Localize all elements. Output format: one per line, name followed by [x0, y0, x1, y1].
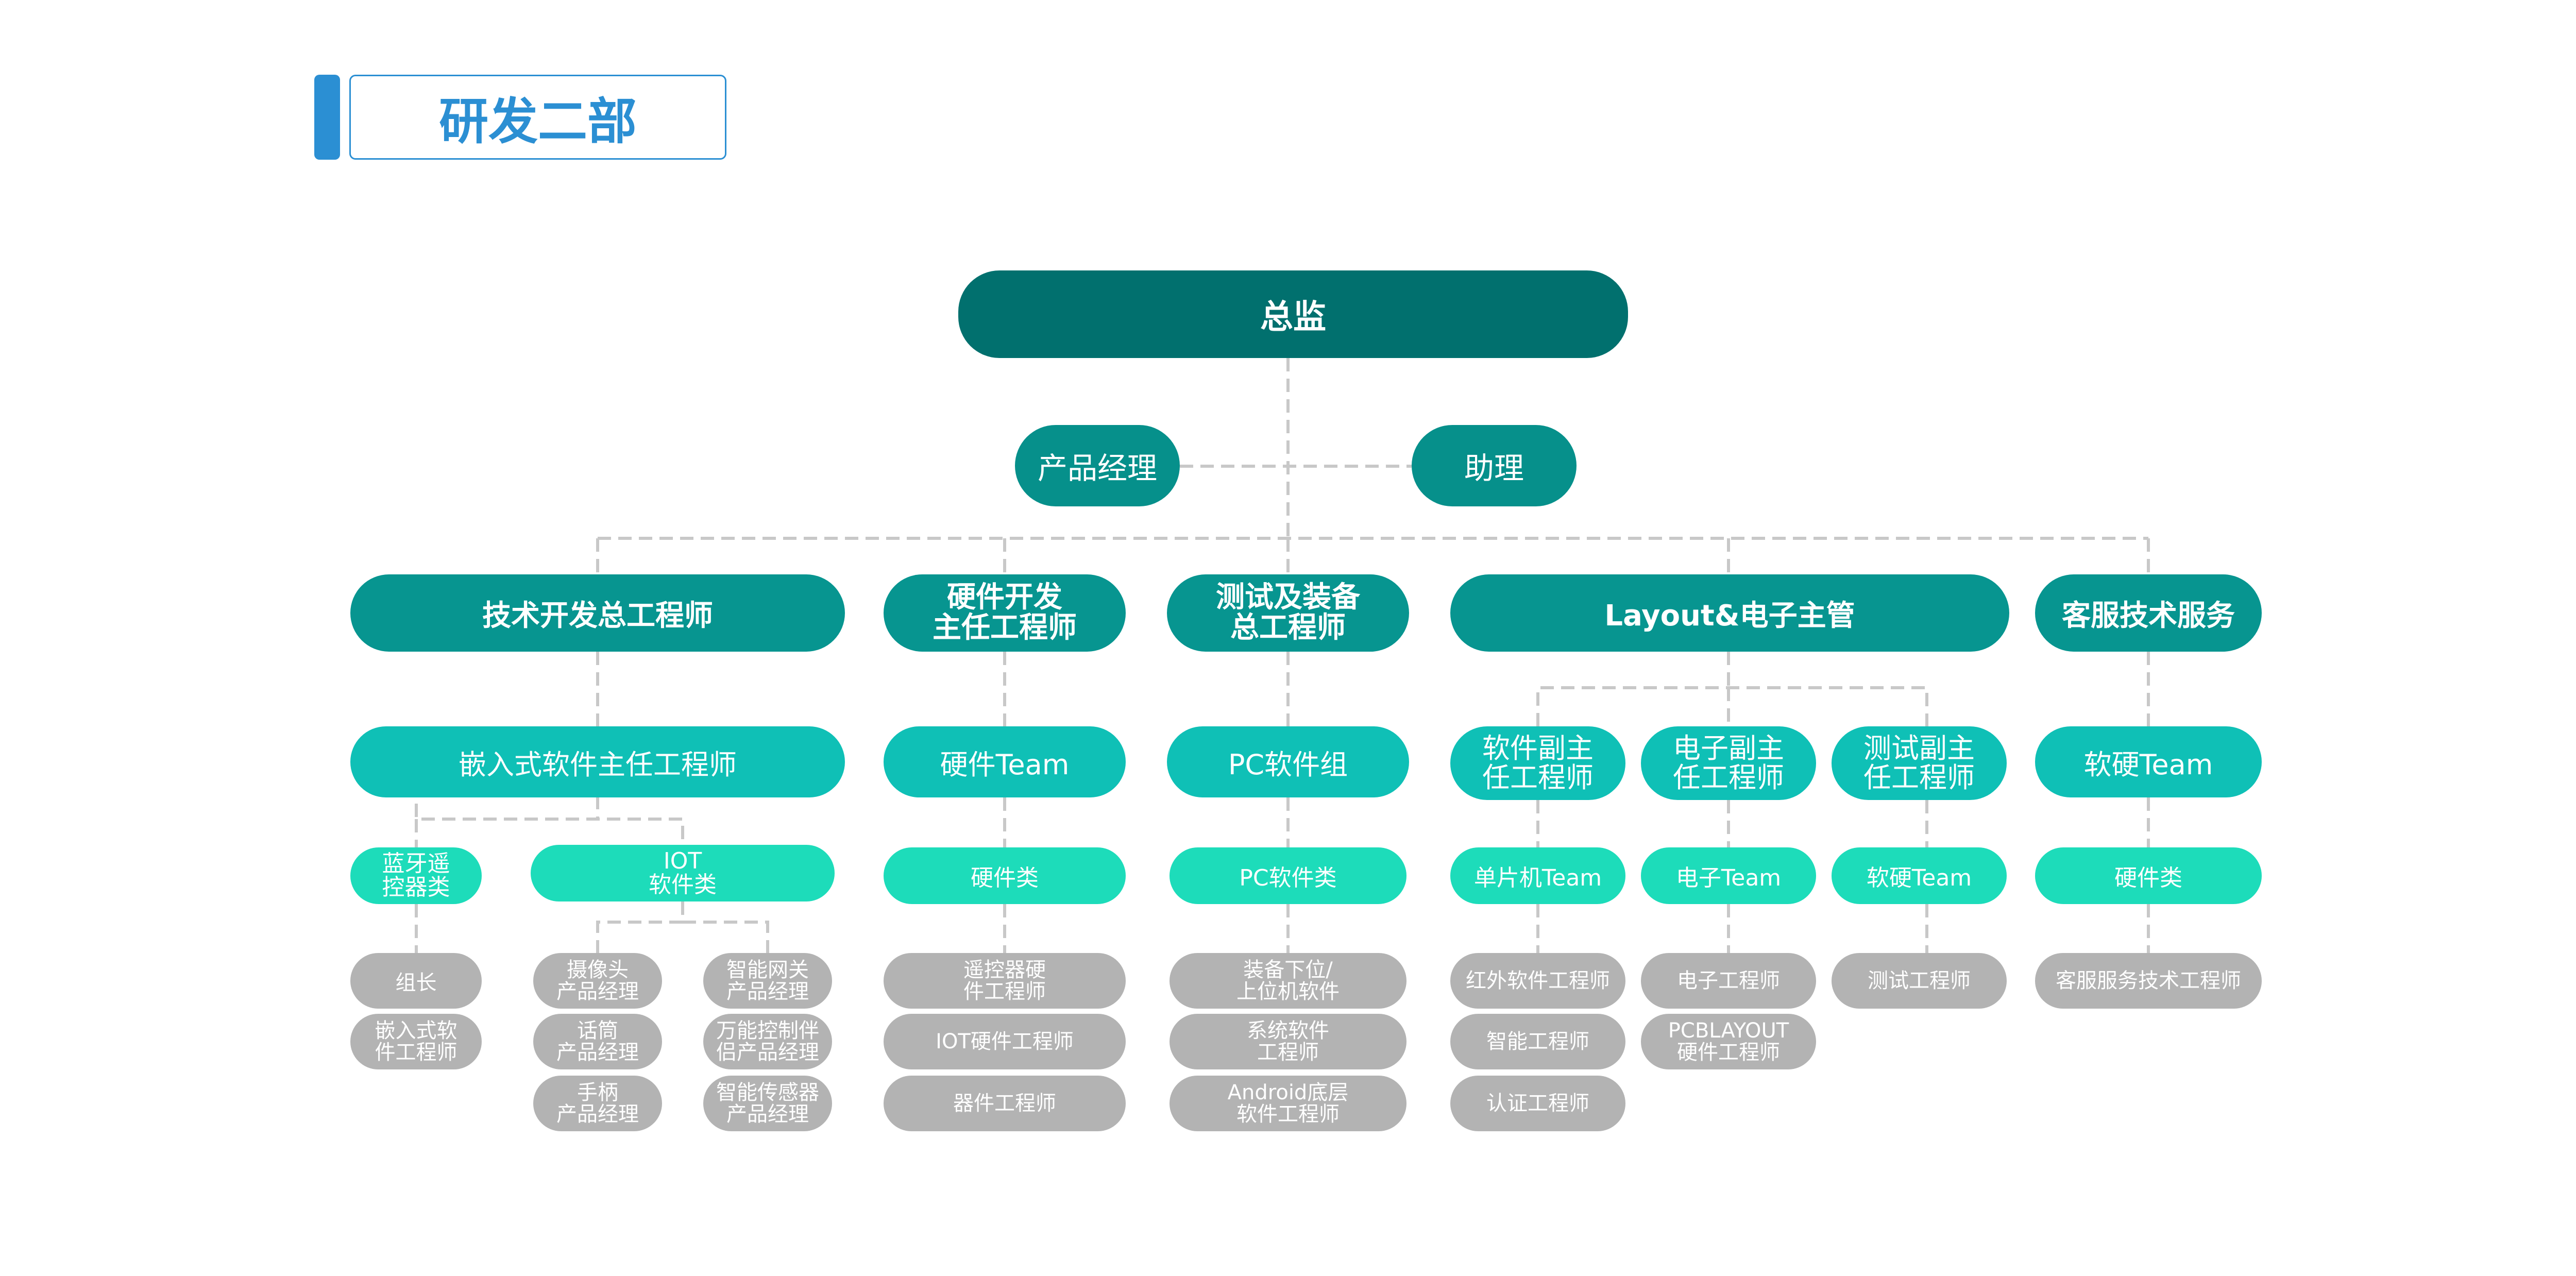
cs-team-node: 软硬Team [2035, 726, 2262, 797]
role-handle-pm-line-2: 产品经理 [556, 1102, 639, 1126]
test-deputy-node-line-1: 测试副主 [1863, 731, 1975, 764]
embedded-lead-node: 嵌入式软件主任工程师 [350, 726, 845, 797]
role-sensor-pm-line-2: 产品经理 [726, 1102, 809, 1126]
iot-category-node-line-2: 软件类 [649, 872, 717, 898]
assistant-node: 助理 [1412, 425, 1577, 506]
role-embedded-engineer-line-2: 件工程师 [375, 1041, 457, 1064]
role-gateway-pm-line-2: 产品经理 [726, 980, 809, 1003]
software-deputy-node: 软件副主任工程师 [1450, 726, 1625, 800]
electronic-role-1-line-1: 电子工程师 [1677, 969, 1780, 993]
pc-software-group-node: PC软件组 [1167, 726, 1409, 797]
mcu-role-3: 认证工程师 [1450, 1076, 1625, 1131]
hardware-role-1-line-2: 件工程师 [963, 980, 1046, 1003]
role-universal-pm: 万能控制伴侣产品经理 [703, 1014, 832, 1069]
bluetooth-category-node-line-2: 控器类 [382, 874, 450, 900]
tech-dev-head: 技术开发总工程师 [350, 574, 845, 652]
test-deputy-node-line-2: 任工程师 [1863, 761, 1975, 794]
layout-bus [1536, 686, 1928, 726]
electronic-role-2-line-1: PCBLAYOUT [1668, 1019, 1789, 1043]
embedded-split [415, 804, 684, 850]
hardware-category-node: 硬件类 [884, 847, 1126, 904]
test-role-1-line-1: 装备下位/ [1243, 958, 1333, 982]
test-role-3-line-1: Android底层 [1227, 1081, 1349, 1104]
hardware-role-2: IOT硬件工程师 [884, 1014, 1126, 1069]
electronic-deputy-node-line-1: 电子副主 [1673, 731, 1784, 764]
test-deputy-node: 测试副主任工程师 [1832, 726, 2007, 800]
page-title: 研发二部 [349, 75, 726, 160]
electronic-deputy-node: 电子副主任工程师 [1641, 726, 1816, 800]
role-gateway-pm: 智能网关产品经理 [703, 953, 832, 1009]
test-equip-head-line-2: 总工程师 [1230, 611, 1346, 644]
role-handle-pm: 手柄产品经理 [533, 1076, 662, 1131]
role-handle-pm-line-1: 手柄 [577, 1081, 618, 1104]
role-leader: 组长 [350, 953, 482, 1009]
role-gateway-pm-line-1: 智能网关 [726, 958, 809, 982]
mcu-role-2: 智能工程师 [1450, 1014, 1625, 1069]
customer-service-head: 客服技术服务 [2035, 574, 2262, 652]
hardware-role-3-line-1: 器件工程师 [953, 1092, 1056, 1115]
pc-software-category-node: PC软件类 [1170, 847, 1406, 904]
softhard-team-node: 软硬Team [1832, 847, 2007, 904]
test-role-3: Android底层软件工程师 [1170, 1076, 1406, 1131]
test-role-1: 装备下位/上位机软件 [1170, 953, 1406, 1009]
role-camera-pm-line-2: 产品经理 [556, 980, 639, 1003]
test-role-2: 系统软件工程师 [1170, 1014, 1406, 1069]
bluetooth-category-node-line-1: 蓝牙遥 [382, 850, 450, 877]
role-mic-pm-line-1: 话筒 [577, 1019, 618, 1043]
role-camera-pm-line-1: 摄像头 [567, 958, 629, 982]
mcu-role-2-line-1: 智能工程师 [1486, 1030, 1589, 1053]
role-embedded-engineer-line-1: 嵌入式软 [375, 1019, 457, 1043]
hardware-role-2-line-1: IOT硬件工程师 [936, 1030, 1074, 1053]
product-manager-node: 产品经理 [1015, 425, 1180, 506]
role-mic-pm-line-2: 产品经理 [556, 1041, 639, 1064]
mcu-team-node: 单片机Team [1450, 847, 1625, 904]
electronic-deputy-node-line-2: 任工程师 [1673, 761, 1784, 794]
cs-role-1: 客服服务技术工程师 [2035, 953, 2262, 1009]
bluetooth-category-node: 蓝牙遥控器类 [350, 847, 482, 904]
test-equip-head-line-1: 测试及装备 [1216, 581, 1360, 615]
iot-right [683, 921, 769, 953]
hardware-team-node: 硬件Team [884, 726, 1126, 797]
test-role-2-line-1: 系统软件 [1247, 1019, 1329, 1043]
electronic-role-1: 电子工程师 [1641, 953, 1816, 1009]
test-engineer-role-1: 测试工程师 [1832, 953, 2007, 1009]
software-deputy-node-line-1: 软件副主 [1482, 731, 1594, 764]
hardware-role-1-line-1: 遥控器硬 [963, 958, 1046, 982]
hardware-head-line-2: 主任工程师 [933, 611, 1077, 644]
electronic-role-2-line-2: 硬件工程师 [1677, 1041, 1780, 1064]
cs-category-node: 硬件类 [2035, 847, 2262, 904]
test-role-2-line-2: 工程师 [1257, 1041, 1319, 1064]
test-role-1-line-2: 上位机软件 [1236, 980, 1340, 1003]
title-accent-bar [314, 75, 340, 160]
hardware-role-3: 器件工程师 [884, 1076, 1126, 1131]
mcu-role-1: 红外软件工程师 [1450, 953, 1625, 1009]
layout-head: Layout&电子主管 [1450, 574, 2009, 652]
test-equip-head: 测试及装备总工程师 [1167, 574, 1409, 652]
director-node: 总监 [958, 270, 1628, 358]
role-embedded-engineer: 嵌入式软件工程师 [350, 1014, 482, 1069]
hardware-head-line-1: 硬件开发 [947, 581, 1062, 615]
mcu-role-1-line-1: 红外软件工程师 [1466, 969, 1610, 993]
role-mic-pm: 话筒产品经理 [533, 1014, 662, 1069]
role-sensor-pm: 智能传感器产品经理 [703, 1076, 832, 1131]
role-universal-pm-line-2: 侣产品经理 [716, 1041, 819, 1064]
electronic-team-node: 电子Team [1641, 847, 1816, 904]
role-camera-pm: 摄像头产品经理 [533, 953, 662, 1009]
test-engineer-role-1-line-1: 测试工程师 [1868, 969, 1971, 993]
role-sensor-pm-line-1: 智能传感器 [716, 1081, 819, 1104]
cs-role-1-line-1: 客服服务技术工程师 [2056, 969, 2241, 993]
software-deputy-node-line-2: 任工程师 [1482, 761, 1594, 794]
role-universal-pm-line-1: 万能控制伴 [716, 1019, 819, 1043]
mcu-role-3-line-1: 认证工程师 [1486, 1092, 1589, 1115]
hardware-head: 硬件开发主任工程师 [884, 574, 1126, 652]
hardware-role-1: 遥控器硬件工程师 [884, 953, 1126, 1009]
test-role-3-line-2: 软件工程师 [1236, 1102, 1340, 1126]
iot-left [596, 901, 684, 953]
iot-category-node-line-1: IOT [663, 847, 702, 874]
